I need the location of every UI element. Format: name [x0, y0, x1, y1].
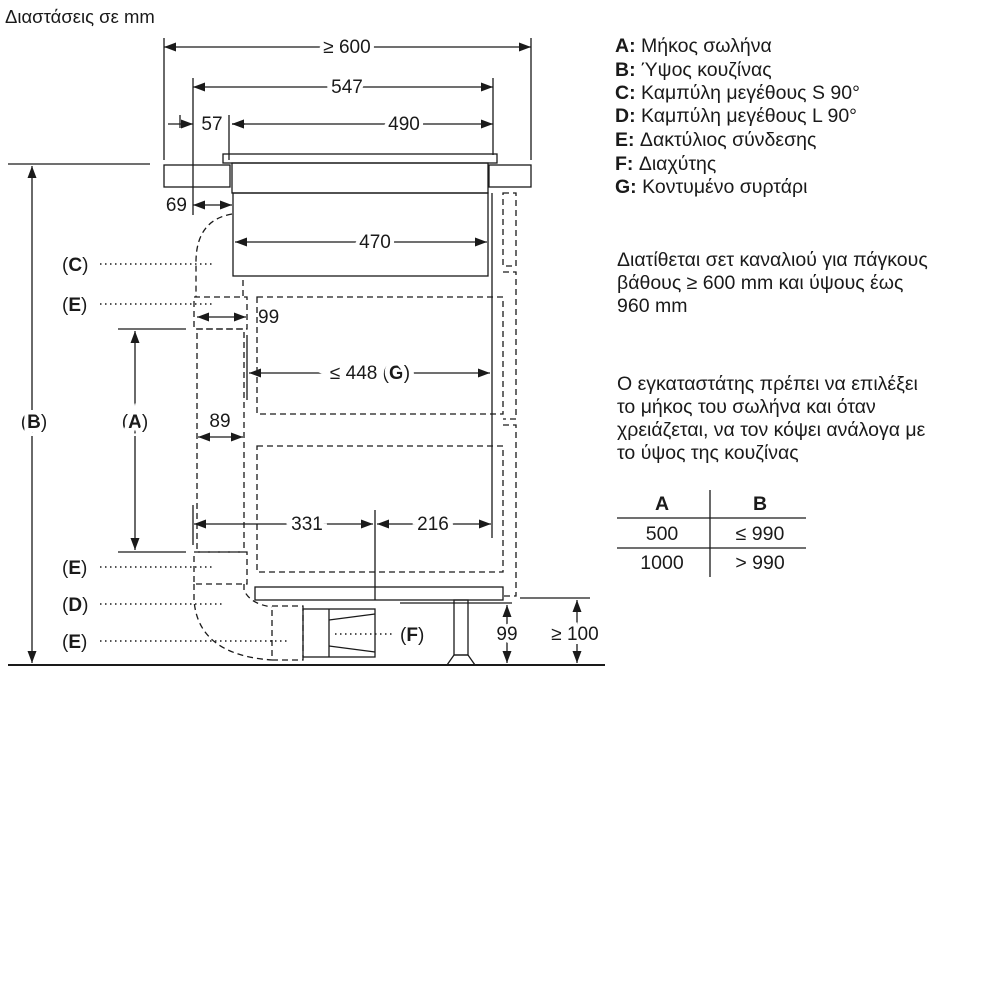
- arrowhead: [232, 119, 244, 129]
- svg-text:Ο εγκαταστάτης πρέπει να επιλέ: Ο εγκαταστάτης πρέπει να επιλέξει: [617, 373, 918, 395]
- connection-ring-top: [193, 296, 248, 330]
- arrowhead: [198, 432, 210, 442]
- legend: A: Μήκος σωλήνα B: Ύψος κουζίνας C: Καμπ…: [615, 35, 860, 198]
- cabinet-leg: [445, 599, 477, 666]
- arrowhead: [249, 368, 261, 378]
- arrowhead: [231, 432, 243, 442]
- cabinet-base: [254, 586, 504, 601]
- arrowhead: [27, 651, 37, 663]
- callout-b: (B): [21, 412, 47, 433]
- bend-l90: [193, 584, 273, 661]
- legend-item: A: Μήκος σωλήνα: [615, 35, 772, 57]
- drawer-lower: [256, 445, 504, 573]
- connection-ring-bottom: [271, 605, 304, 661]
- dim-331: 331: [291, 514, 323, 535]
- legend-item: E: Δακτύλιος σύνδεσης: [615, 129, 816, 151]
- dim-216: 216: [417, 514, 449, 535]
- table-cell: 500: [646, 523, 679, 545]
- worktop-right: [488, 164, 532, 188]
- legend-item: B: Ύψος κουζίνας: [615, 59, 772, 81]
- table-cell: > 990: [735, 552, 784, 574]
- svg-text:βάθους ≥ 600 mm και ύψους έως: βάθους ≥ 600 mm και ύψους έως: [617, 272, 903, 294]
- arrowhead: [234, 312, 246, 322]
- dim-57: 57: [201, 114, 222, 135]
- dim-547: 547: [331, 77, 363, 98]
- svg-text:χρειάζεται, να τον κόψει ανάλο: χρειάζεται, να τον κόψει ανάλογα με: [617, 419, 926, 441]
- legend-item: G: Κοντυμένο συρτάρι: [615, 176, 807, 198]
- arrowhead: [479, 519, 491, 529]
- diagram-title: Διαστάσεις σε mm: [5, 6, 155, 27]
- length-height-table: A B 500 ≤ 990 1000 > 990: [617, 490, 806, 577]
- arrowhead: [361, 519, 373, 529]
- note-duct-set: Διατίθεται σετ καναλιού για πάγκους βάθο…: [617, 249, 928, 317]
- table-cell: 1000: [640, 552, 684, 574]
- arrowhead: [197, 312, 209, 322]
- dim-overall-width: ≥ 600: [323, 37, 370, 58]
- dim-duct-89: 89: [209, 411, 230, 432]
- diffuser: [302, 608, 376, 658]
- callout-e-top: (E): [62, 295, 87, 316]
- arrowhead: [220, 200, 232, 210]
- arrowhead: [481, 82, 493, 92]
- arrowhead: [502, 605, 512, 617]
- arrowhead: [27, 166, 37, 178]
- dim-ring-99: 99: [258, 307, 279, 328]
- drawing-lines: [8, 38, 590, 663]
- arrowhead: [377, 519, 389, 529]
- bend-s90: [195, 213, 244, 297]
- note-installer: Ο εγκαταστάτης πρέπει να επιλέξει το μήκ…: [617, 373, 926, 464]
- drawer-shortened: [256, 296, 504, 415]
- dim-490: 490: [388, 114, 420, 135]
- svg-text:το μήκος του σωλήνα και όταν: το μήκος του σωλήνα και όταν: [617, 396, 876, 418]
- dim-plinth-99: 99: [496, 624, 517, 645]
- arrowhead: [193, 200, 205, 210]
- legend-item: F: Διαχύτης: [615, 153, 716, 175]
- svg-text:960 mm: 960 mm: [617, 295, 687, 317]
- arrowhead: [475, 237, 487, 247]
- arrowhead: [130, 538, 140, 550]
- dim-470: 470: [359, 232, 391, 253]
- callout-e-middle: (E): [62, 558, 87, 579]
- table-cell: ≤ 990: [736, 523, 785, 545]
- legend-item: C: Καμπύλη μεγέθους S 90°: [615, 82, 860, 104]
- callout-d: (D): [62, 595, 88, 616]
- arrowhead: [481, 119, 493, 129]
- callout-e-bottom: (E): [62, 632, 87, 653]
- drawer-front-column: [502, 192, 517, 597]
- arrowhead: [572, 651, 582, 663]
- dim-69: 69: [166, 195, 187, 216]
- callout-a: (A): [122, 412, 148, 433]
- arrowhead: [193, 82, 205, 92]
- callout-c: (C): [62, 255, 88, 276]
- callout-f: (F): [400, 625, 424, 646]
- legend-item: D: Καμπύλη μεγέθους L 90°: [615, 105, 857, 127]
- hob-glass: [222, 153, 498, 164]
- svg-text:το ύψος της κουζίνας: το ύψος της κουζίνας: [617, 442, 799, 464]
- arrowhead: [130, 331, 140, 343]
- arrowhead: [164, 42, 176, 52]
- arrowhead: [502, 651, 512, 663]
- arrowhead: [572, 600, 582, 612]
- table-header-b: B: [753, 493, 767, 515]
- dim-plinth-100: ≥ 100: [551, 624, 598, 645]
- arrowhead: [235, 237, 247, 247]
- extractor-unit: [232, 192, 489, 277]
- arrowhead: [181, 119, 193, 129]
- table-header-a: A: [655, 493, 669, 515]
- svg-text:Διατίθεται σετ καναλιού για πά: Διατίθεται σετ καναλιού για πάγκους: [617, 249, 928, 271]
- arrowhead: [519, 42, 531, 52]
- hob-body: [231, 162, 489, 194]
- dim-drawer-448: ≤ 448 (G): [330, 363, 410, 384]
- worktop-left: [163, 164, 231, 188]
- arrowhead: [194, 519, 206, 529]
- arrowhead: [478, 368, 490, 378]
- connection-ring-middle: [193, 551, 248, 585]
- duct-pipe: [196, 328, 245, 553]
